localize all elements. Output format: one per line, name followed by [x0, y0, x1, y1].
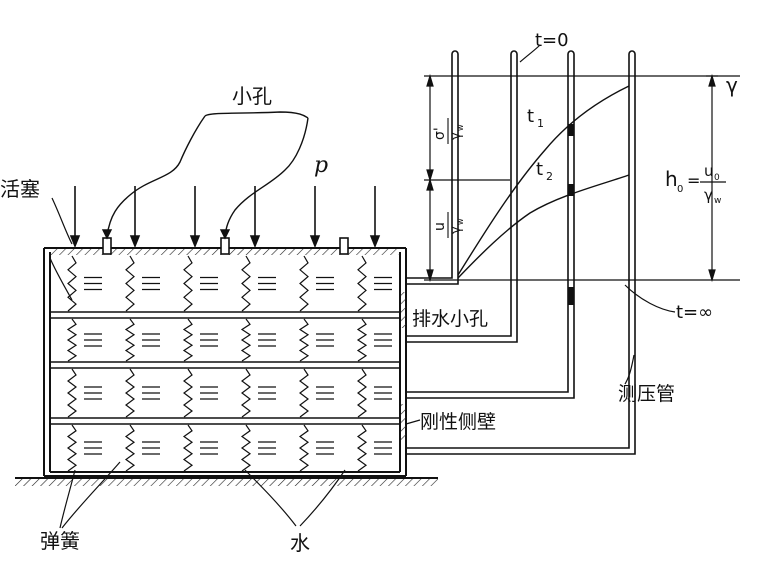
spring-coil	[67, 368, 77, 418]
spring-coil	[298, 318, 310, 362]
gamma-label: γ	[726, 73, 738, 97]
t2-sub: 2	[546, 170, 553, 183]
isochrone-curves	[457, 85, 630, 279]
h0-symbol: h	[665, 167, 678, 191]
t1-label: t	[527, 106, 534, 127]
spring-label: 弹簧	[40, 529, 80, 553]
water-label: 水	[290, 531, 310, 555]
u-gamma-w: γ	[449, 226, 464, 234]
t2-label: t	[536, 159, 543, 180]
reference-lines	[424, 75, 740, 281]
tinf-label: t=∞	[676, 302, 713, 323]
sigma-prime-symbol: σ'	[432, 127, 448, 140]
spring-coil	[240, 424, 252, 472]
spring-coil	[240, 318, 252, 362]
spring-coil	[67, 255, 77, 312]
piezometer-label: 测压管	[618, 383, 675, 405]
spring-coil	[356, 424, 368, 472]
h0-formula: h 0 = u 0 γ w	[665, 162, 726, 206]
spring-coil	[356, 318, 368, 362]
dimension-left	[426, 73, 434, 283]
leader-lines	[49, 197, 635, 529]
spring-coil	[357, 255, 367, 312]
wall-segment	[401, 404, 406, 440]
u-over-gammaw: u γ w	[432, 212, 465, 238]
t0-label: t=0	[535, 30, 569, 51]
gamma-w-sub: w	[714, 196, 721, 206]
spring-coil	[125, 255, 135, 312]
spring-coil	[66, 318, 78, 362]
ground	[15, 477, 438, 486]
t1-sub: 1	[537, 117, 544, 130]
u0-symbol: u	[704, 162, 714, 180]
sigma-gamma-w-sub: w	[456, 124, 465, 131]
spring-coil	[357, 368, 367, 418]
u-symbol: u	[432, 222, 448, 231]
small-hole-leaders	[101, 111, 309, 240]
spring-coil	[66, 424, 78, 472]
pipe-tops	[451, 50, 636, 55]
water-marks	[84, 276, 392, 455]
spring-coil	[299, 255, 309, 312]
spring-coil	[182, 318, 194, 362]
spring-coil	[125, 368, 135, 418]
drain-hole-label: 排水小孔	[412, 308, 488, 330]
u0-sub: 0	[714, 173, 720, 183]
sigma-gamma-w: γ	[449, 132, 464, 140]
springs	[66, 255, 368, 472]
spring-coil	[241, 368, 251, 418]
tinf-leader	[624, 284, 676, 313]
load-label: p	[314, 153, 328, 178]
gamma-w-symbol: γ	[704, 186, 713, 204]
small-hole-label: 小孔	[232, 84, 272, 108]
spring-coil	[183, 368, 193, 418]
spring-coil	[299, 368, 309, 418]
h0-equals: =	[687, 171, 700, 190]
load-arrows	[69, 186, 381, 249]
water-level-markers	[568, 124, 574, 305]
u-gamma-w-sub: w	[456, 218, 465, 225]
wall-segment	[401, 292, 406, 328]
spring-coil	[124, 424, 136, 472]
rigid-wall-label: 刚性侧壁	[420, 411, 496, 433]
spring-coil	[124, 318, 136, 362]
dimension-right	[706, 73, 718, 283]
piston-plates	[50, 311, 400, 425]
piston-label: 活塞	[0, 177, 40, 201]
h0-sub: 0	[677, 184, 683, 195]
spring-coil	[241, 255, 251, 312]
sigma-over-gammaw: σ' γ w	[432, 118, 465, 144]
spring-coil	[182, 424, 194, 472]
spring-coil	[298, 424, 310, 472]
drain-pipes	[406, 54, 636, 455]
spring-coil	[183, 255, 193, 312]
t0-leader	[519, 44, 541, 63]
